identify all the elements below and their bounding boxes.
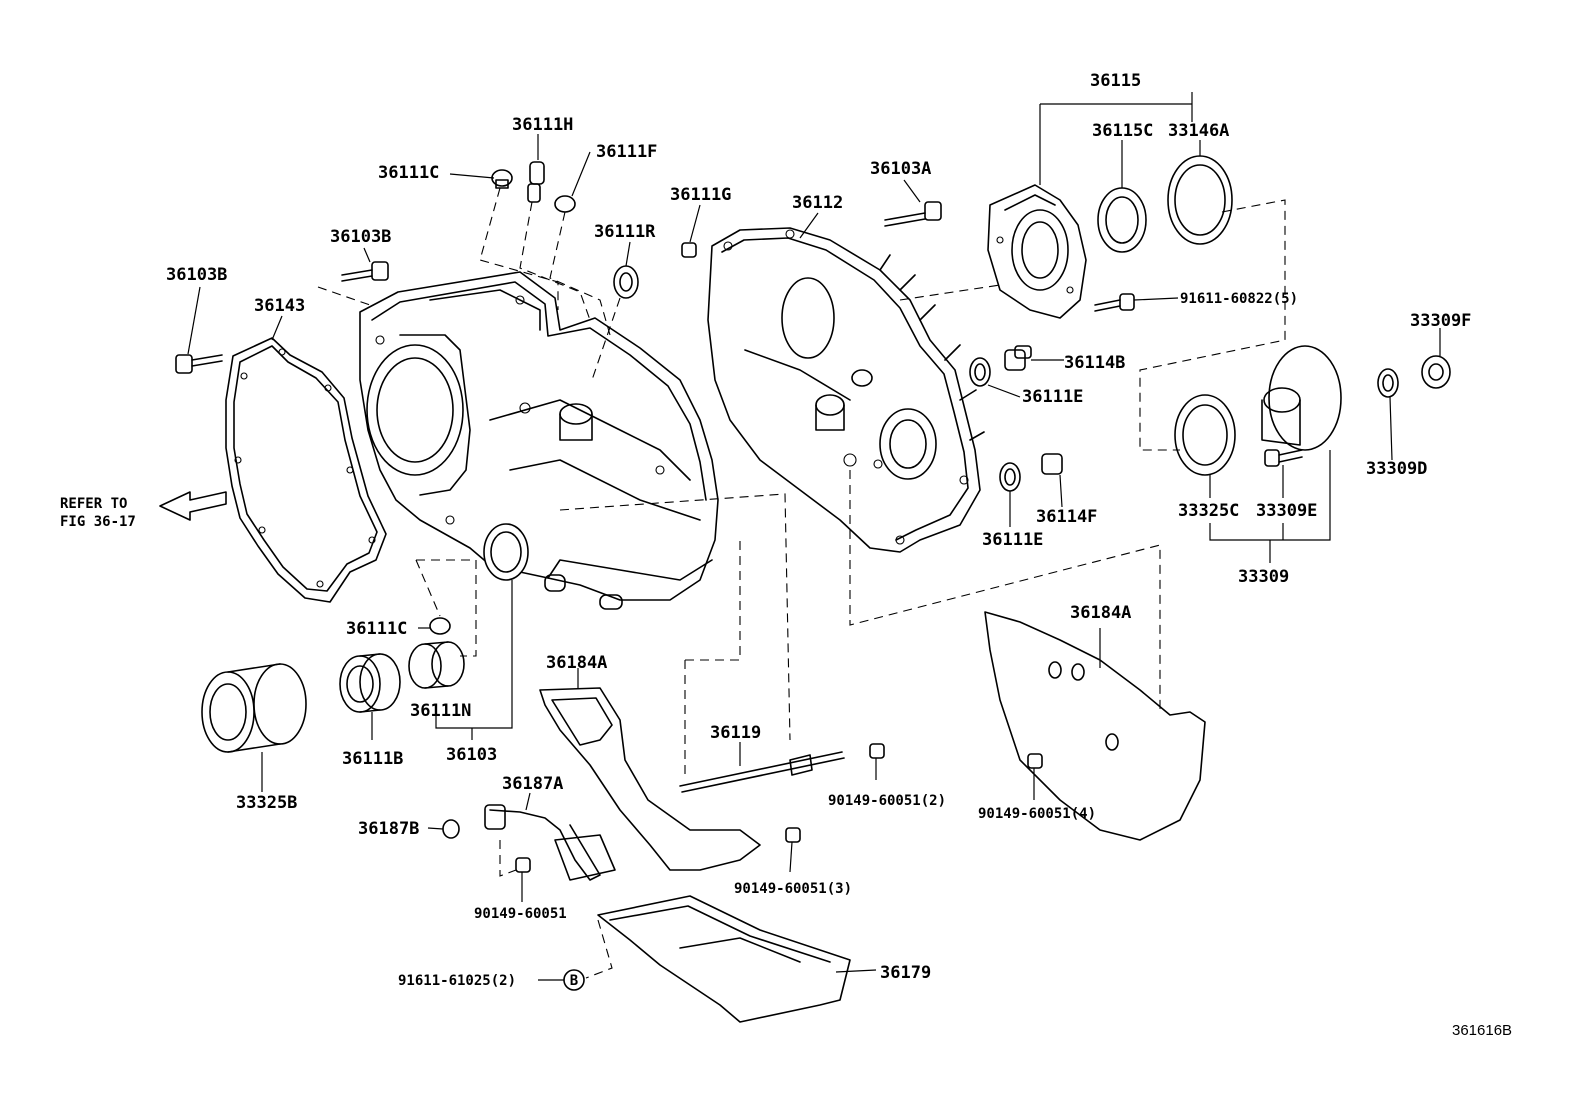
label-36111E-a: 36111E <box>1022 387 1083 407</box>
refer-note-line1: REFER TO <box>60 496 127 512</box>
alignment-lines <box>317 187 1286 979</box>
protector-36184A-left <box>539 687 761 871</box>
seal-33325C <box>1174 394 1236 476</box>
label-90149-60051: 90149-60051 <box>474 906 567 922</box>
label-33146A: 33146A <box>1168 121 1229 141</box>
label-36115: 36115 <box>1090 71 1141 91</box>
b-marker: B <box>563 969 585 991</box>
label-91611-60822: 91611-60822(5) <box>1180 291 1298 307</box>
label-33309F: 33309F <box>1410 311 1471 331</box>
label-36111C-bottom: 36111C <box>346 619 407 639</box>
label-36143: 36143 <box>254 296 305 316</box>
label-33309: 33309 <box>1238 567 1289 587</box>
protector-36184A-right <box>984 611 1206 841</box>
label-36184A-right: 36184A <box>1070 603 1131 623</box>
label-90149-60051-2: 90149-60051(2) <box>828 793 946 809</box>
oil-seal-36115C <box>1097 187 1147 253</box>
label-33325B: 33325B <box>236 793 297 813</box>
label-36111R: 36111R <box>594 222 656 242</box>
label-36103: 36103 <box>446 745 497 765</box>
gasket-36111E-lower <box>999 462 1021 492</box>
nut-33309F <box>1421 355 1451 389</box>
plug-36111C-bottom <box>429 617 451 635</box>
gasket-36143 <box>225 337 387 603</box>
label-36119: 36119 <box>710 723 761 743</box>
figure-id: 361616B <box>1452 1022 1512 1039</box>
label-33309D: 33309D <box>1366 459 1427 479</box>
pin-36111G <box>681 242 697 258</box>
bolt-33309E <box>1264 449 1303 467</box>
companion-flange-33309 <box>1261 345 1342 451</box>
label-36112: 36112 <box>792 193 843 213</box>
label-90149-60051-3: 90149-60051(3) <box>734 881 852 897</box>
label-36115C: 36115C <box>1092 121 1153 141</box>
plug-36114F <box>1041 453 1063 475</box>
label-36114F: 36114F <box>1036 507 1097 527</box>
label-36184A-left: 36184A <box>546 653 607 673</box>
label-36103B-b: 36103B <box>166 265 227 285</box>
breather-36111H <box>527 161 545 203</box>
oil-pan-36179 <box>597 895 851 1023</box>
ring-36111R <box>613 265 639 299</box>
bolt-91611-60822 <box>1094 293 1135 312</box>
rod-36119 <box>679 751 845 793</box>
plug-36111C-top <box>491 169 513 189</box>
sensor-36187A <box>484 804 616 881</box>
label-36111G: 36111G <box>670 185 731 205</box>
label-36111H: 36111H <box>512 115 573 135</box>
label-36111B: 36111B <box>342 749 403 769</box>
bolt-36103B-b <box>175 354 223 374</box>
bolt-90149-60051-3 <box>785 827 801 843</box>
label-36111F: 36111F <box>596 142 657 162</box>
b-marker-label: B <box>570 973 578 989</box>
label-33309E: 33309E <box>1256 501 1317 521</box>
bolt-90149-60051 <box>515 857 531 873</box>
bolt-90149-60051-4 <box>1027 753 1043 769</box>
oil-seal-33146A <box>1167 155 1233 245</box>
label-36111E-b: 36111E <box>982 530 1043 550</box>
plug-36114B <box>1004 345 1032 371</box>
bolt-36103A <box>884 201 942 227</box>
label-36187A: 36187A <box>502 774 563 794</box>
label-36114B: 36114B <box>1064 353 1125 373</box>
refer-arrow-icon <box>159 491 227 521</box>
refer-note-line2: FIG 36-17 <box>60 514 136 530</box>
label-36103B-a: 36103B <box>330 227 391 247</box>
gasket-36111E-upper <box>969 357 991 387</box>
transfer-rear-housing-36112 <box>707 227 985 553</box>
bush-33325B <box>201 663 307 753</box>
label-36187B: 36187B <box>358 819 419 839</box>
bush-36111N <box>408 641 465 689</box>
plug-36111F <box>554 195 576 213</box>
transfer-front-housing-36103 <box>359 271 719 610</box>
bolt-90149-60051-2 <box>869 743 885 759</box>
oil-seal-36111B <box>339 653 401 713</box>
washer-33309D <box>1377 368 1399 398</box>
label-33325C: 33325C <box>1178 501 1239 521</box>
o-ring-36187B <box>442 819 460 839</box>
label-36179: 36179 <box>880 963 931 983</box>
label-36111N: 36111N <box>410 701 471 721</box>
label-36103A: 36103A <box>870 159 931 179</box>
extension-housing-36115 <box>987 184 1087 319</box>
label-36111C-top: 36111C <box>378 163 439 183</box>
leader-lines <box>187 92 1441 981</box>
bolt-36103B-a <box>341 261 389 282</box>
callout-labels: 36115 36115C 33146A 36111H 36111F 36111C… <box>60 71 1512 1039</box>
label-90149-60051-4: 90149-60051(4) <box>978 806 1096 822</box>
label-91611-61025: 91611-61025(2) <box>398 973 516 989</box>
